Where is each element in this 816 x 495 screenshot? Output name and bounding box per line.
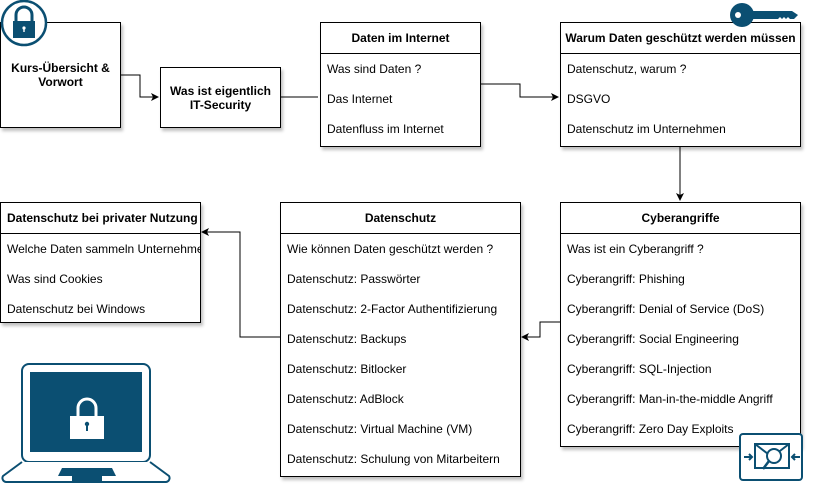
list-item: Datenschutz: AdBlock (287, 392, 404, 406)
list-item: Datenfluss im Internet (327, 122, 444, 136)
email-inspection-icon (739, 433, 803, 481)
list-item: Was ist ein Cyberangriff ? (567, 242, 704, 256)
list-item: Cyberangriff: SQL-Injection (567, 362, 712, 376)
arrow-start-to-intro (120, 74, 159, 101)
list-item: Welche Daten sammeln Unternehmen (7, 242, 200, 256)
list-item: Datenschutz: 2-Factor Authentifizierung (287, 302, 498, 316)
list-item: DSGVO (567, 92, 611, 106)
node-why-protect[interactable]: Warum Daten geschützt werden müssen Date… (560, 22, 801, 147)
node-data-internet[interactable]: Daten im Internet Was sind Daten ? Das I… (320, 22, 481, 147)
list-item: Was sind Daten ? (327, 62, 422, 76)
list-item: Datenschutz: Schulung von Mitarbeitern (287, 452, 500, 466)
node-label: Was ist eigentlich IT-Security (170, 83, 271, 112)
node-private-use[interactable]: Datenschutz bei privater Nutzung Welche … (0, 202, 201, 323)
node-header: Datenschutz bei privater Nutzung (1, 203, 200, 234)
list-item: Datenschutz: Bitlocker (287, 362, 407, 376)
laptop-lock-icon (1, 363, 171, 483)
list-item: Cyberangriff: Zero Day Exploits (567, 422, 734, 436)
list-item: Datenschutz bei Windows (7, 302, 146, 316)
list-item: Datenschutz, warum ? (567, 62, 687, 76)
node-it-security[interactable]: Was ist eigentlich IT-Security (160, 67, 281, 128)
list-item: Datenschutz im Unternehmen (567, 122, 726, 136)
list-item: Datenschutz: Backups (287, 332, 407, 346)
node-cyberattacks[interactable]: Cyberangriffe Was ist ein Cyberangriff ?… (560, 202, 801, 447)
list-item: Cyberangriff: Social Engineering (567, 332, 739, 346)
list-item: Das Internet (327, 92, 393, 106)
node-header: Daten im Internet (321, 23, 480, 54)
list-item: Cyberangriff: Man-in-the-middle Angriff (567, 392, 773, 406)
arrow-cyber-to-protect (521, 321, 560, 341)
node-label: Kurs-Übersicht & Vorwort (11, 61, 110, 89)
node-header: Warum Daten geschützt werden müssen (561, 23, 800, 54)
list-item: Datenschutz: Passwörter (287, 272, 421, 286)
list-item: Wie können Daten geschützt werden ? (287, 242, 494, 256)
arrow-protect-to-private (201, 228, 280, 338)
list-item: Cyberangriff: Phishing (567, 272, 685, 286)
lock-circle-icon (0, 0, 48, 47)
list-item: Cyberangriff: Denial of Service (DoS) (567, 302, 765, 316)
node-data-protection[interactable]: Datenschutz Wie können Daten geschützt w… (280, 202, 521, 477)
arrow-internet-to-why (480, 83, 559, 101)
node-header: Datenschutz (281, 203, 520, 234)
node-header: Cyberangriffe (561, 203, 800, 234)
list-item: Datenschutz: Virtual Machine (VM) (287, 422, 473, 436)
key-icon (730, 3, 798, 27)
list-item: Was sind Cookies (7, 272, 103, 286)
